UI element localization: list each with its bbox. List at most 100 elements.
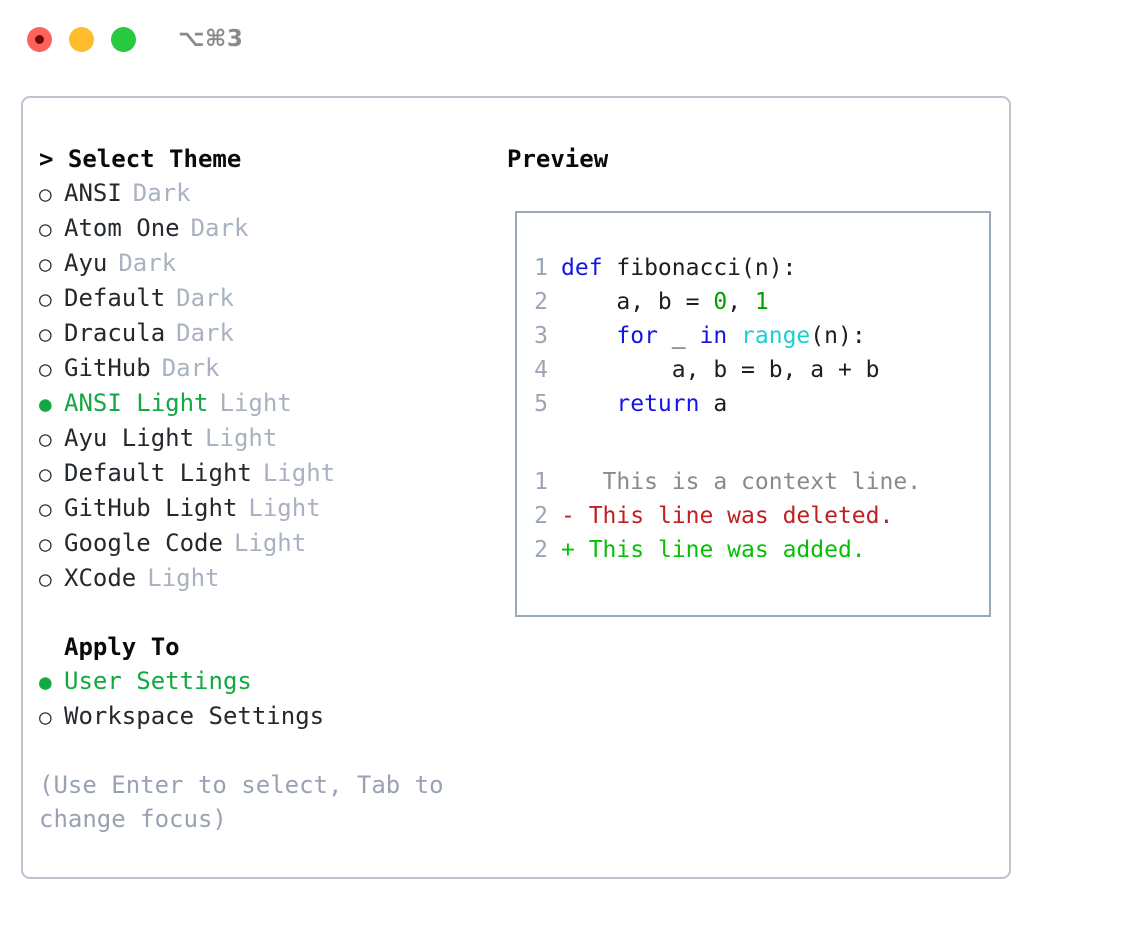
diff-text: This line was added. (574, 537, 866, 563)
code-token-num: 0 (713, 289, 728, 315)
code-content: return a (561, 387, 727, 421)
theme-mode-tag: Light (205, 424, 278, 452)
recording-indicator-icon (35, 34, 44, 44)
code-content: a, b = 0, 1 (561, 285, 769, 319)
theme-list-item[interactable]: ○ GitHub Light Light (39, 491, 501, 526)
theme-name: XCode (64, 564, 137, 592)
line-number: 5 (534, 391, 548, 417)
theme-list-item[interactable]: ○ Ayu Light Light (39, 421, 501, 456)
diff-sample: 1 This is a context line.2- This line wa… (517, 465, 989, 567)
theme-name: Atom One (64, 214, 180, 242)
code-line: 2 a, b = 0, 1 (517, 285, 989, 319)
theme-mode-tag: Light (262, 459, 336, 487)
close-button[interactable] (27, 26, 52, 52)
code-token-body: fibonacci(n): (602, 255, 797, 281)
theme-mode-tag: Dark (132, 179, 191, 207)
code-token-kw: return (616, 391, 700, 417)
code-diff-spacer (517, 421, 989, 465)
theme-name: Dracula (64, 319, 166, 347)
code-token-body: , (727, 289, 755, 315)
code-line: 3 for _ in range(n): (517, 319, 989, 353)
window-controls (27, 26, 136, 52)
code-token-kw: for (616, 323, 658, 349)
theme-name: Default (64, 284, 166, 312)
radio-unselected-icon: ○ (39, 497, 52, 521)
code-line: 4 a, b = b, a + b (517, 353, 989, 387)
code-token-kw: in (699, 323, 728, 349)
keyboard-shortcut-label: ⌥⌘3 (178, 26, 244, 52)
code-token-body: (n): (810, 323, 866, 349)
theme-name: Ayu (64, 249, 108, 277)
radio-unselected-icon: ○ (39, 462, 52, 486)
code-token-body (727, 323, 741, 349)
line-number: 1 (534, 469, 548, 495)
code-token-body: a, b = b, a + b (561, 357, 880, 383)
theme-name: Google Code (64, 529, 223, 557)
section-spacer (39, 596, 501, 630)
radio-unselected-icon: ○ (39, 322, 52, 346)
theme-mode-tag: Dark (190, 214, 249, 242)
theme-mode-tag: Dark (118, 249, 177, 277)
code-token-kw: def (561, 255, 603, 281)
theme-mode-tag: Light (248, 494, 321, 522)
code-content: def fibonacci(n): (561, 251, 796, 285)
diff-line-ctx: 1 This is a context line. (517, 465, 989, 499)
apply-to-item[interactable]: ○ Workspace Settings (39, 699, 501, 734)
theme-mode-tag: Light (219, 389, 292, 417)
theme-list-item[interactable]: ○ XCode Light (39, 561, 501, 596)
hint-spacer (39, 734, 501, 768)
code-token-num: 1 (754, 289, 769, 315)
diff-text: This line was deleted. (574, 503, 894, 529)
theme-name: GitHub Light (64, 494, 238, 522)
code-token-fn: range (741, 323, 811, 349)
diff-text: This is a context line. (574, 469, 922, 495)
radio-selected-icon: ● (39, 670, 52, 694)
theme-mode-tag: Light (147, 564, 220, 592)
code-token-body: _ (657, 323, 700, 349)
code-content: a, b = b, a + b (561, 353, 880, 387)
window-title-bar: ⌥⌘3 (0, 0, 1140, 78)
code-token-body (561, 323, 616, 349)
code-line: 5 return a (517, 387, 989, 421)
apply-to-header: Apply To (64, 633, 180, 661)
radio-unselected-icon: ○ (39, 427, 52, 451)
theme-name: Ayu Light (64, 424, 195, 452)
line-number: 2 (534, 289, 548, 315)
apply-to-list: ●User Settings ○ Workspace Settings (39, 664, 501, 734)
diff-sign: + (561, 537, 575, 563)
line-number: 2 (534, 503, 548, 529)
code-token-body: a (699, 391, 728, 417)
line-number: 4 (534, 357, 548, 383)
radio-unselected-icon: ○ (39, 567, 52, 591)
code-token-body (561, 391, 616, 417)
apply-to-label: Workspace Settings (64, 702, 325, 730)
code-token-body: a, b = (561, 289, 714, 315)
select-theme-header: > Select Theme (39, 145, 242, 173)
maximize-button[interactable] (111, 26, 136, 52)
apply-to-item[interactable]: ●User Settings (39, 664, 501, 699)
radio-unselected-icon: ○ (39, 532, 52, 556)
minimize-button[interactable] (69, 26, 94, 52)
diff-line-del: 2- This line was deleted. (517, 499, 989, 533)
radio-selected-icon: ● (39, 392, 52, 416)
preview-header: Preview (507, 145, 609, 173)
theme-name: ANSI (64, 179, 122, 207)
keyboard-hint-text: (Use Enter to select, Tab to change focu… (39, 771, 459, 833)
radio-unselected-icon: ○ (39, 705, 52, 729)
